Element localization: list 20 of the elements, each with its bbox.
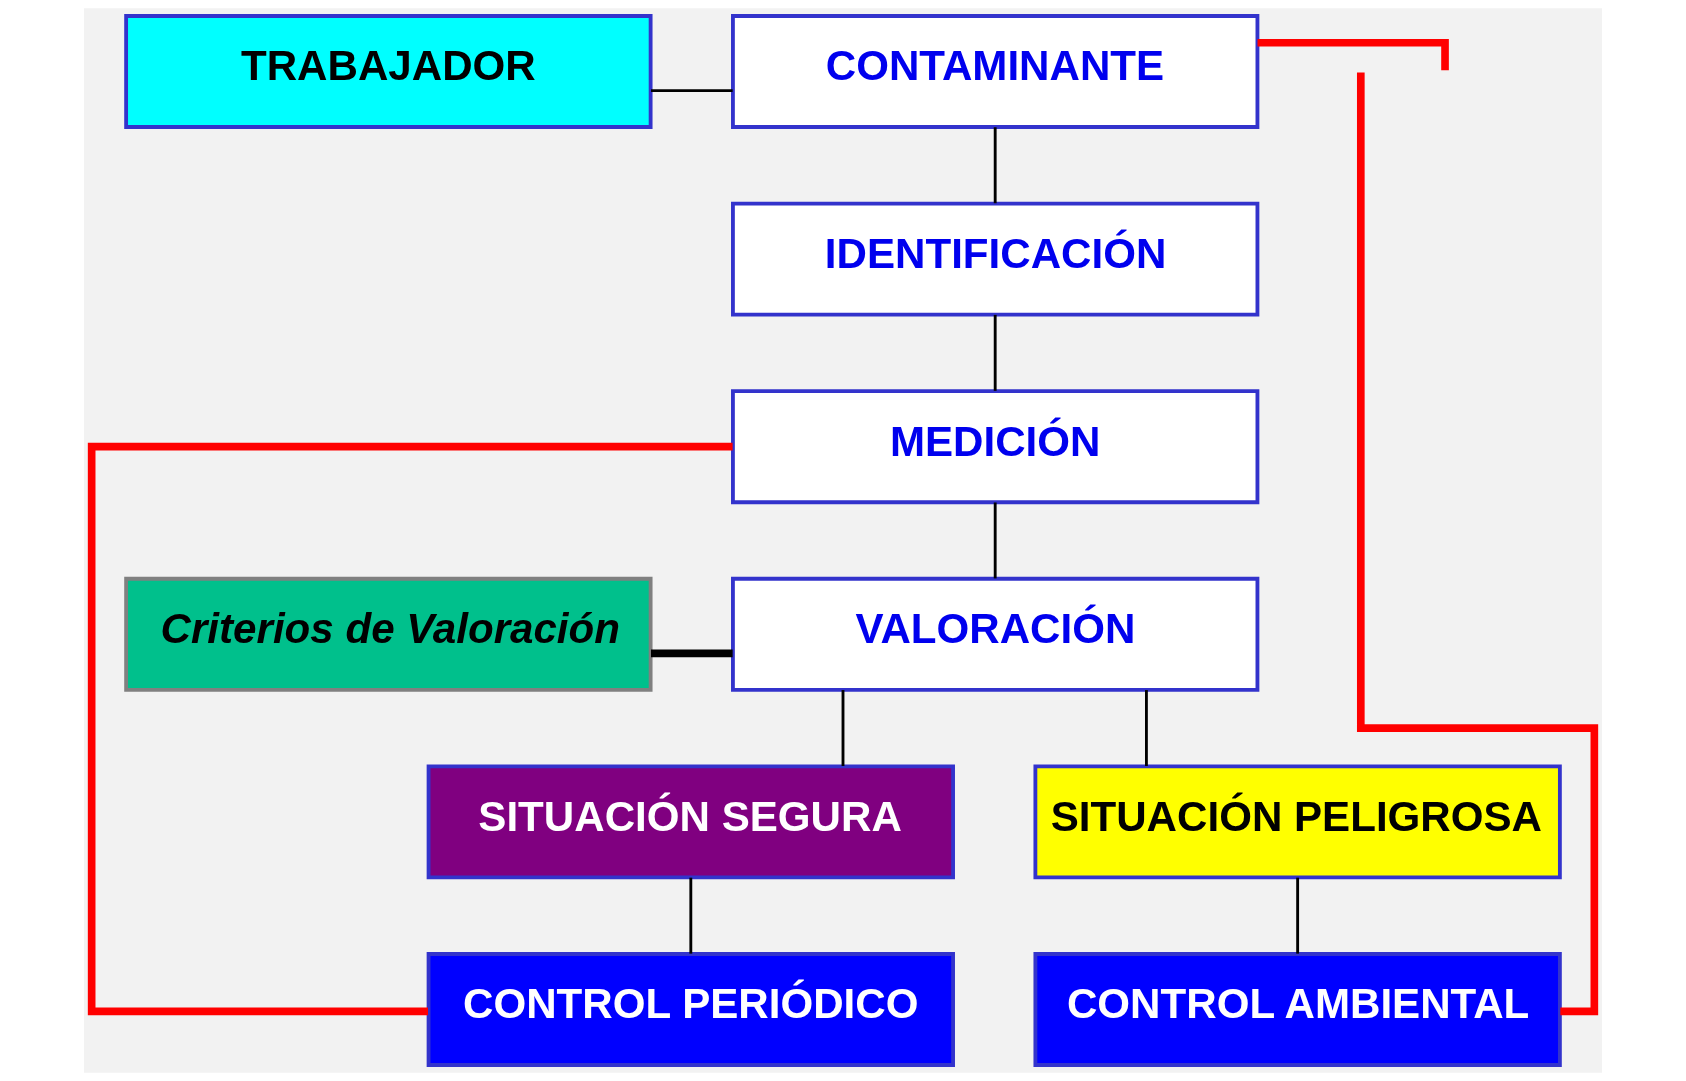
node-box: CONTROL AMBIENTAL xyxy=(1033,952,1562,1067)
node-box: CONTAMINANTE xyxy=(731,14,1260,129)
node-box: Criterios de Valoración xyxy=(124,576,653,692)
connector xyxy=(1296,877,1300,954)
connector xyxy=(1144,690,1148,766)
connector xyxy=(993,314,997,391)
connector xyxy=(651,649,733,658)
connector xyxy=(651,89,733,93)
node-box: CONTROL PERIÓDICO xyxy=(426,952,955,1067)
connector xyxy=(993,502,997,579)
node-box: VALORACIÓN xyxy=(731,576,1260,692)
node-box: IDENTIFICACIÓN xyxy=(731,201,1260,317)
node-box: MEDICIÓN xyxy=(731,389,1260,505)
node-box: TRABAJADOR xyxy=(124,14,653,129)
node-box: SITUACIÓN SEGURA xyxy=(426,764,955,880)
connector xyxy=(87,442,733,1016)
node-box: SITUACIÓN PELIGROSA xyxy=(1033,764,1562,880)
connector xyxy=(841,690,845,766)
connector xyxy=(993,127,997,204)
connector xyxy=(689,877,693,954)
